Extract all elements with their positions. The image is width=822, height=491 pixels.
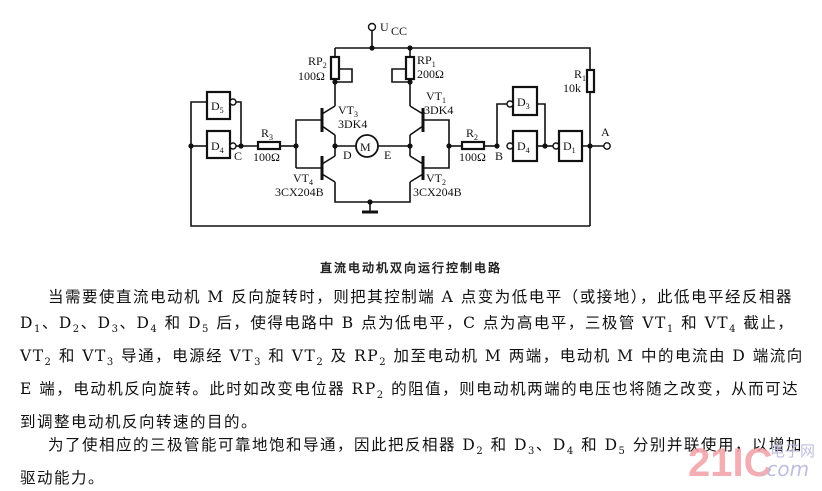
vt3-name: VT3 xyxy=(338,103,358,119)
top-rail xyxy=(335,47,591,70)
subscript: 4 xyxy=(150,324,159,336)
control-terminal-a[interactable]: A xyxy=(601,125,611,150)
text-run: 当需要使直流电动机 M 反向旋转时，则把其控制端 A 点变为低电平（或接地），此… xyxy=(20,288,794,332)
text-run: 和 D xyxy=(158,314,203,332)
text-run: 为了使相应的三极管能可靠地饱和导通，因此把反相器 D xyxy=(48,436,477,454)
text-run: 及 RP xyxy=(324,347,380,366)
r1-value: 10k xyxy=(563,81,581,95)
r2-value: 100Ω xyxy=(459,150,486,164)
vt2-name: VT2 xyxy=(426,171,446,187)
transistor-vt4: VT4 3CX204B xyxy=(275,146,411,203)
d4-left-label: D4 xyxy=(211,139,224,155)
paragraph-1-body: 当需要使直流电动机 M 反向旋转时，则把其控制端 A 点变为低电平（或接地），此… xyxy=(20,288,804,431)
subscript: 2 xyxy=(476,446,485,458)
inverter-d5: D5 xyxy=(190,90,242,146)
inverter-d4-right: D4 xyxy=(506,129,553,163)
text-run: 和 D xyxy=(574,436,619,454)
vt4-model: 3CX204B xyxy=(275,185,324,199)
vt1-name: VT1 xyxy=(426,89,446,105)
rp1-name: RP1 xyxy=(417,53,436,69)
vt1-model: 3DK4 xyxy=(424,103,453,117)
text-run: 、D xyxy=(80,314,112,332)
text-run: 和 D xyxy=(484,436,529,454)
subscript: 2 xyxy=(44,357,53,369)
inverter-d1: D1 xyxy=(552,129,604,163)
subscript: 1 xyxy=(33,324,42,336)
rp1-value: 200Ω xyxy=(417,67,444,81)
potentiometer-rp1: RP1 200Ω xyxy=(391,48,444,100)
transistor-vt2: VT2 3CX204B xyxy=(409,146,462,199)
feedback-wire xyxy=(190,146,590,227)
circuit-diagram: U CC RP2 100Ω RP1 200Ω R1 10k xyxy=(188,20,611,227)
subscript: 3 xyxy=(528,446,536,458)
d3-label: D3 xyxy=(517,95,530,111)
r2-name: R2 xyxy=(466,126,478,142)
supply-subscript: CC xyxy=(391,24,407,38)
subscript: 2 xyxy=(72,324,81,336)
d1-label: D1 xyxy=(563,139,576,155)
node-b-label: B xyxy=(495,149,503,163)
text-run: 、D xyxy=(119,314,151,332)
inverter-d4-left: D4 xyxy=(191,129,241,160)
text-run: 和 VT xyxy=(674,314,730,332)
subscript: 3 xyxy=(254,357,262,369)
subscript: 4 xyxy=(566,446,575,458)
node-d-label: D xyxy=(343,148,352,162)
watermark-domain: .com xyxy=(760,457,809,480)
text-run: 、D xyxy=(535,436,567,454)
rp2-name: RP2 xyxy=(308,54,327,70)
resistor-r2: R2 100Ω xyxy=(449,126,497,164)
transistor-vt1: VT1 3DK4 xyxy=(409,89,453,146)
vt2-model: 3CX204B xyxy=(413,185,462,199)
vt4-name: VT4 xyxy=(293,171,313,187)
rp2-value: 100Ω xyxy=(298,69,325,83)
motor-label: M xyxy=(360,140,371,154)
watermark-brand: 21IC xyxy=(688,441,773,480)
paragraph-1: 当需要使直流电动机 M 反向旋转时，则把其控制端 A 点变为低电平（或接地），此… xyxy=(20,284,810,435)
supply-label: U xyxy=(380,20,389,34)
text-run: 和 VT xyxy=(52,347,107,366)
text-run: 截止，VT xyxy=(20,314,795,366)
motor: M D E xyxy=(335,134,410,162)
text-run: 和 VT xyxy=(261,347,317,366)
subscript: 4 xyxy=(729,324,737,336)
node-a-label: A xyxy=(601,125,610,139)
resistor-r1: R1 10k xyxy=(563,67,596,226)
subscript: 2 xyxy=(376,390,385,402)
text-run: 导通，电源经 VT xyxy=(114,347,255,366)
subscript: 5 xyxy=(202,324,210,336)
r3-value: 100Ω xyxy=(253,150,280,164)
watermark-cn: 电子网 xyxy=(770,442,815,460)
text-run: 加至电动机 M 两端，电动机 M 中的电流由 D 端流向 E 端，电动机反向旋转… xyxy=(20,347,804,399)
figure-caption: 直流电动机双向运行控制电路 xyxy=(319,261,502,275)
node-c-label: C xyxy=(234,149,242,163)
subscript: 5 xyxy=(618,446,627,458)
supply-terminal: U CC xyxy=(367,20,407,48)
d5-label: D5 xyxy=(211,99,224,115)
text-run: 、D xyxy=(41,314,73,332)
vt3-model: 3DK4 xyxy=(338,117,367,131)
subscript: 3 xyxy=(106,357,115,369)
subscript: 2 xyxy=(379,357,388,369)
resistor-r3: R3 100Ω xyxy=(241,126,296,164)
text-run: 后，使得电路中 B 点为低电平，C 点为高电平，三极管 VT xyxy=(209,314,667,332)
d4-right-label: D4 xyxy=(517,139,530,155)
paragraph-2-body: 为了使相应的三极管能可靠地饱和导通，因此把反相器 D2 和 D3、D4 和 D5… xyxy=(20,436,803,487)
potentiometer-rp2: RP2 100Ω xyxy=(298,48,353,100)
subscript: 1 xyxy=(666,324,675,336)
watermark-logo: 21IC 电子网 .com xyxy=(688,441,815,480)
node-e-label: E xyxy=(384,148,391,162)
ground-symbol xyxy=(362,199,378,214)
inverter-d3: D3 xyxy=(496,85,546,146)
r3-name: R3 xyxy=(261,126,273,142)
r1-name: R1 xyxy=(574,67,586,83)
text-run: 的阻值，则电动机两端的电压也将随之改变，从而可达到调整电动机反向转速的目的。 xyxy=(20,380,800,432)
subscript: 3 xyxy=(111,324,120,336)
subscript: 2 xyxy=(316,357,325,369)
